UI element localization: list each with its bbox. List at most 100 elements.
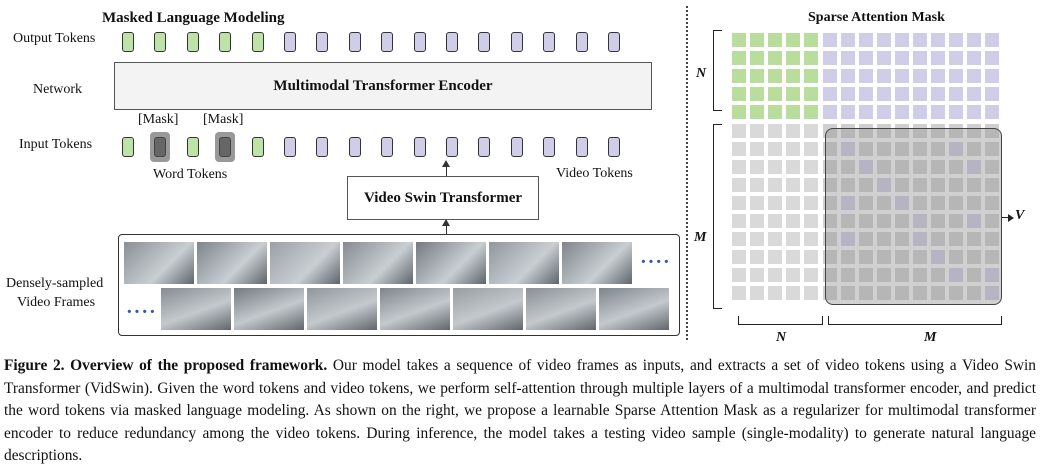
mask-cell	[859, 196, 873, 210]
encoder-label: Multimodal Transformer Encoder	[273, 77, 493, 94]
arrowhead-up-icon	[442, 219, 450, 226]
mask-cell	[985, 69, 999, 83]
mask-cell	[786, 268, 800, 282]
mask-cell	[859, 124, 873, 138]
mask-cell	[877, 214, 891, 228]
mask-cell	[931, 87, 945, 101]
mask-cell	[913, 196, 927, 210]
mask-cell	[949, 124, 963, 138]
mask-cell	[913, 69, 927, 83]
mask-cell	[859, 69, 873, 83]
mask-cell	[931, 160, 945, 174]
mask-cell	[768, 124, 782, 138]
mask-cell	[841, 196, 855, 210]
mask-cell	[823, 33, 837, 47]
mask-cell	[768, 69, 782, 83]
mask-cell	[895, 178, 909, 192]
mask-cell	[913, 87, 927, 101]
video-frame	[270, 242, 340, 284]
frames-ellipsis-top: ····	[640, 251, 671, 273]
mask-cell	[967, 214, 981, 228]
mask-cell	[859, 87, 873, 101]
mask-cell	[985, 268, 999, 282]
mask-cell	[859, 142, 873, 156]
video-token	[446, 137, 458, 157]
mask-cell	[877, 178, 891, 192]
v-label: V	[1015, 208, 1025, 223]
video-token	[284, 32, 296, 52]
video-frame	[307, 288, 377, 330]
mask-cell	[913, 160, 927, 174]
mask-cell	[967, 232, 981, 246]
mask-cell	[804, 286, 818, 300]
mask-cell	[768, 160, 782, 174]
mask-cell	[732, 124, 746, 138]
left-title: Masked Language Modeling	[102, 10, 285, 26]
mask-cell	[732, 69, 746, 83]
mask-cell	[877, 232, 891, 246]
mask-cell	[841, 160, 855, 174]
mask-cell	[949, 178, 963, 192]
mask-cell	[732, 214, 746, 228]
video-token	[608, 32, 620, 52]
mask-cell	[931, 268, 945, 282]
mask-cell	[804, 105, 818, 119]
mask-cell	[786, 124, 800, 138]
arrowhead-up-icon	[442, 160, 450, 167]
video-token	[414, 137, 426, 157]
mask-cell	[732, 51, 746, 65]
mask-cell	[859, 33, 873, 47]
mask-cell	[877, 268, 891, 282]
mask-cell	[841, 268, 855, 282]
mask-cell	[931, 33, 945, 47]
mask-cell	[949, 196, 963, 210]
mask-cell	[985, 232, 999, 246]
mask-cell	[786, 160, 800, 174]
video-token	[576, 32, 588, 52]
mask-cell	[949, 105, 963, 119]
mask-cell	[732, 232, 746, 246]
mask-cell	[823, 178, 837, 192]
mask-cell	[967, 124, 981, 138]
mask-cell	[750, 105, 764, 119]
mask-cell	[750, 214, 764, 228]
mask-cell	[841, 33, 855, 47]
mask-cell	[841, 124, 855, 138]
mask-cell	[823, 69, 837, 83]
mask-cell	[750, 69, 764, 83]
mask-cell	[895, 124, 909, 138]
video-tokens-label: Video Tokens	[556, 166, 633, 181]
word-token	[252, 32, 264, 52]
word-token	[154, 32, 166, 52]
video-token	[511, 137, 523, 157]
mask-cell	[913, 232, 927, 246]
mask-cell	[877, 33, 891, 47]
mask-cell	[859, 268, 873, 282]
video-frame	[453, 288, 523, 330]
mask-cell	[895, 142, 909, 156]
mask-cell	[913, 250, 927, 264]
mask-cell	[750, 51, 764, 65]
video-token	[349, 137, 361, 157]
mask-cell	[985, 196, 999, 210]
mask-cell	[768, 178, 782, 192]
m-bracket-horizontal	[828, 316, 1002, 325]
mask-cell	[786, 69, 800, 83]
mask-cell	[732, 178, 746, 192]
mask-cell	[877, 286, 891, 300]
mask-cell	[786, 87, 800, 101]
mask-cell	[913, 268, 927, 282]
mask-cell	[931, 232, 945, 246]
mask-cell	[949, 286, 963, 300]
mask-cell	[768, 196, 782, 210]
video-frame	[343, 242, 413, 284]
multimodal-encoder-box: Multimodal Transformer Encoder	[114, 62, 652, 110]
mask-cell	[859, 178, 873, 192]
mask-cell	[913, 51, 927, 65]
video-token	[446, 32, 458, 52]
video-token	[511, 32, 523, 52]
mask-cell	[804, 124, 818, 138]
mask-cell	[804, 51, 818, 65]
word-token	[122, 32, 134, 52]
mask-cell	[895, 196, 909, 210]
